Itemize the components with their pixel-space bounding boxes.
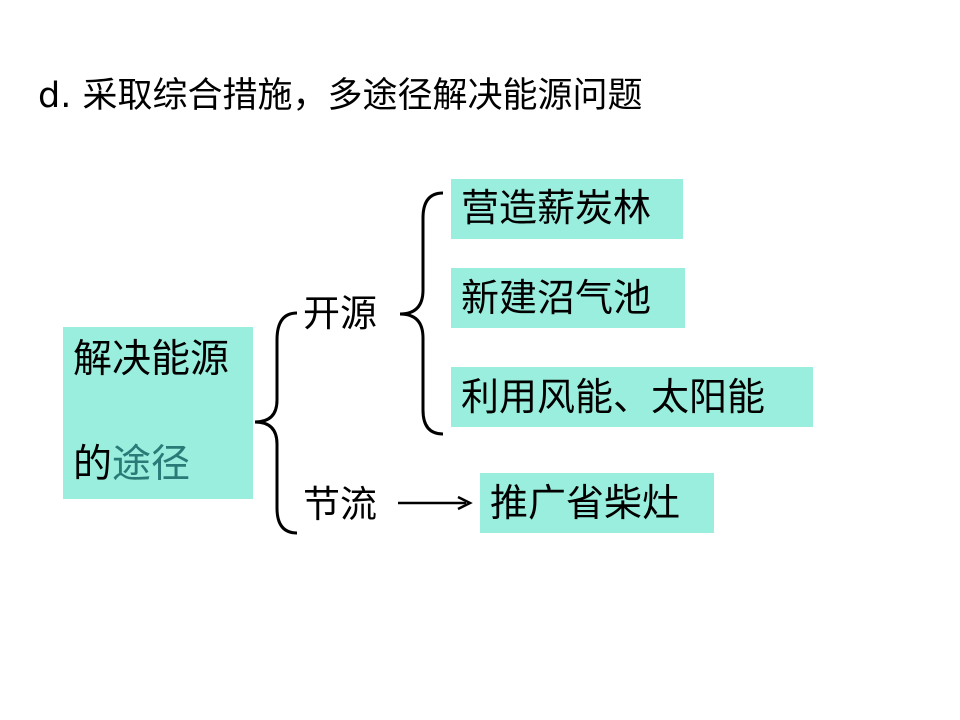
- kaiyuan-brace: [399, 191, 444, 436]
- branch-kaiyuan: 开源: [303, 292, 377, 335]
- root-node-line2-prefix: 的: [73, 442, 113, 487]
- slide-title: d. 采取综合措施，多途径解决能源问题: [38, 76, 643, 116]
- leaf-node: 推广省柴灶: [480, 473, 714, 533]
- leaf-node: 利用风能、太阳能: [451, 367, 813, 427]
- root-node-line1: 解决能源: [73, 337, 230, 382]
- root-node-line2-suffix: 途径: [112, 442, 191, 487]
- root-brace: [254, 311, 298, 535]
- root-node: 解决能源 的途径: [63, 327, 253, 499]
- jieliu-arrow-head: [457, 495, 473, 511]
- leaf-node: 营造薪炭林: [451, 179, 683, 239]
- root-node-line2: 的途径: [73, 440, 253, 490]
- leaf-node: 新建沼气池: [451, 268, 685, 328]
- branch-jieliu: 节流: [303, 483, 377, 526]
